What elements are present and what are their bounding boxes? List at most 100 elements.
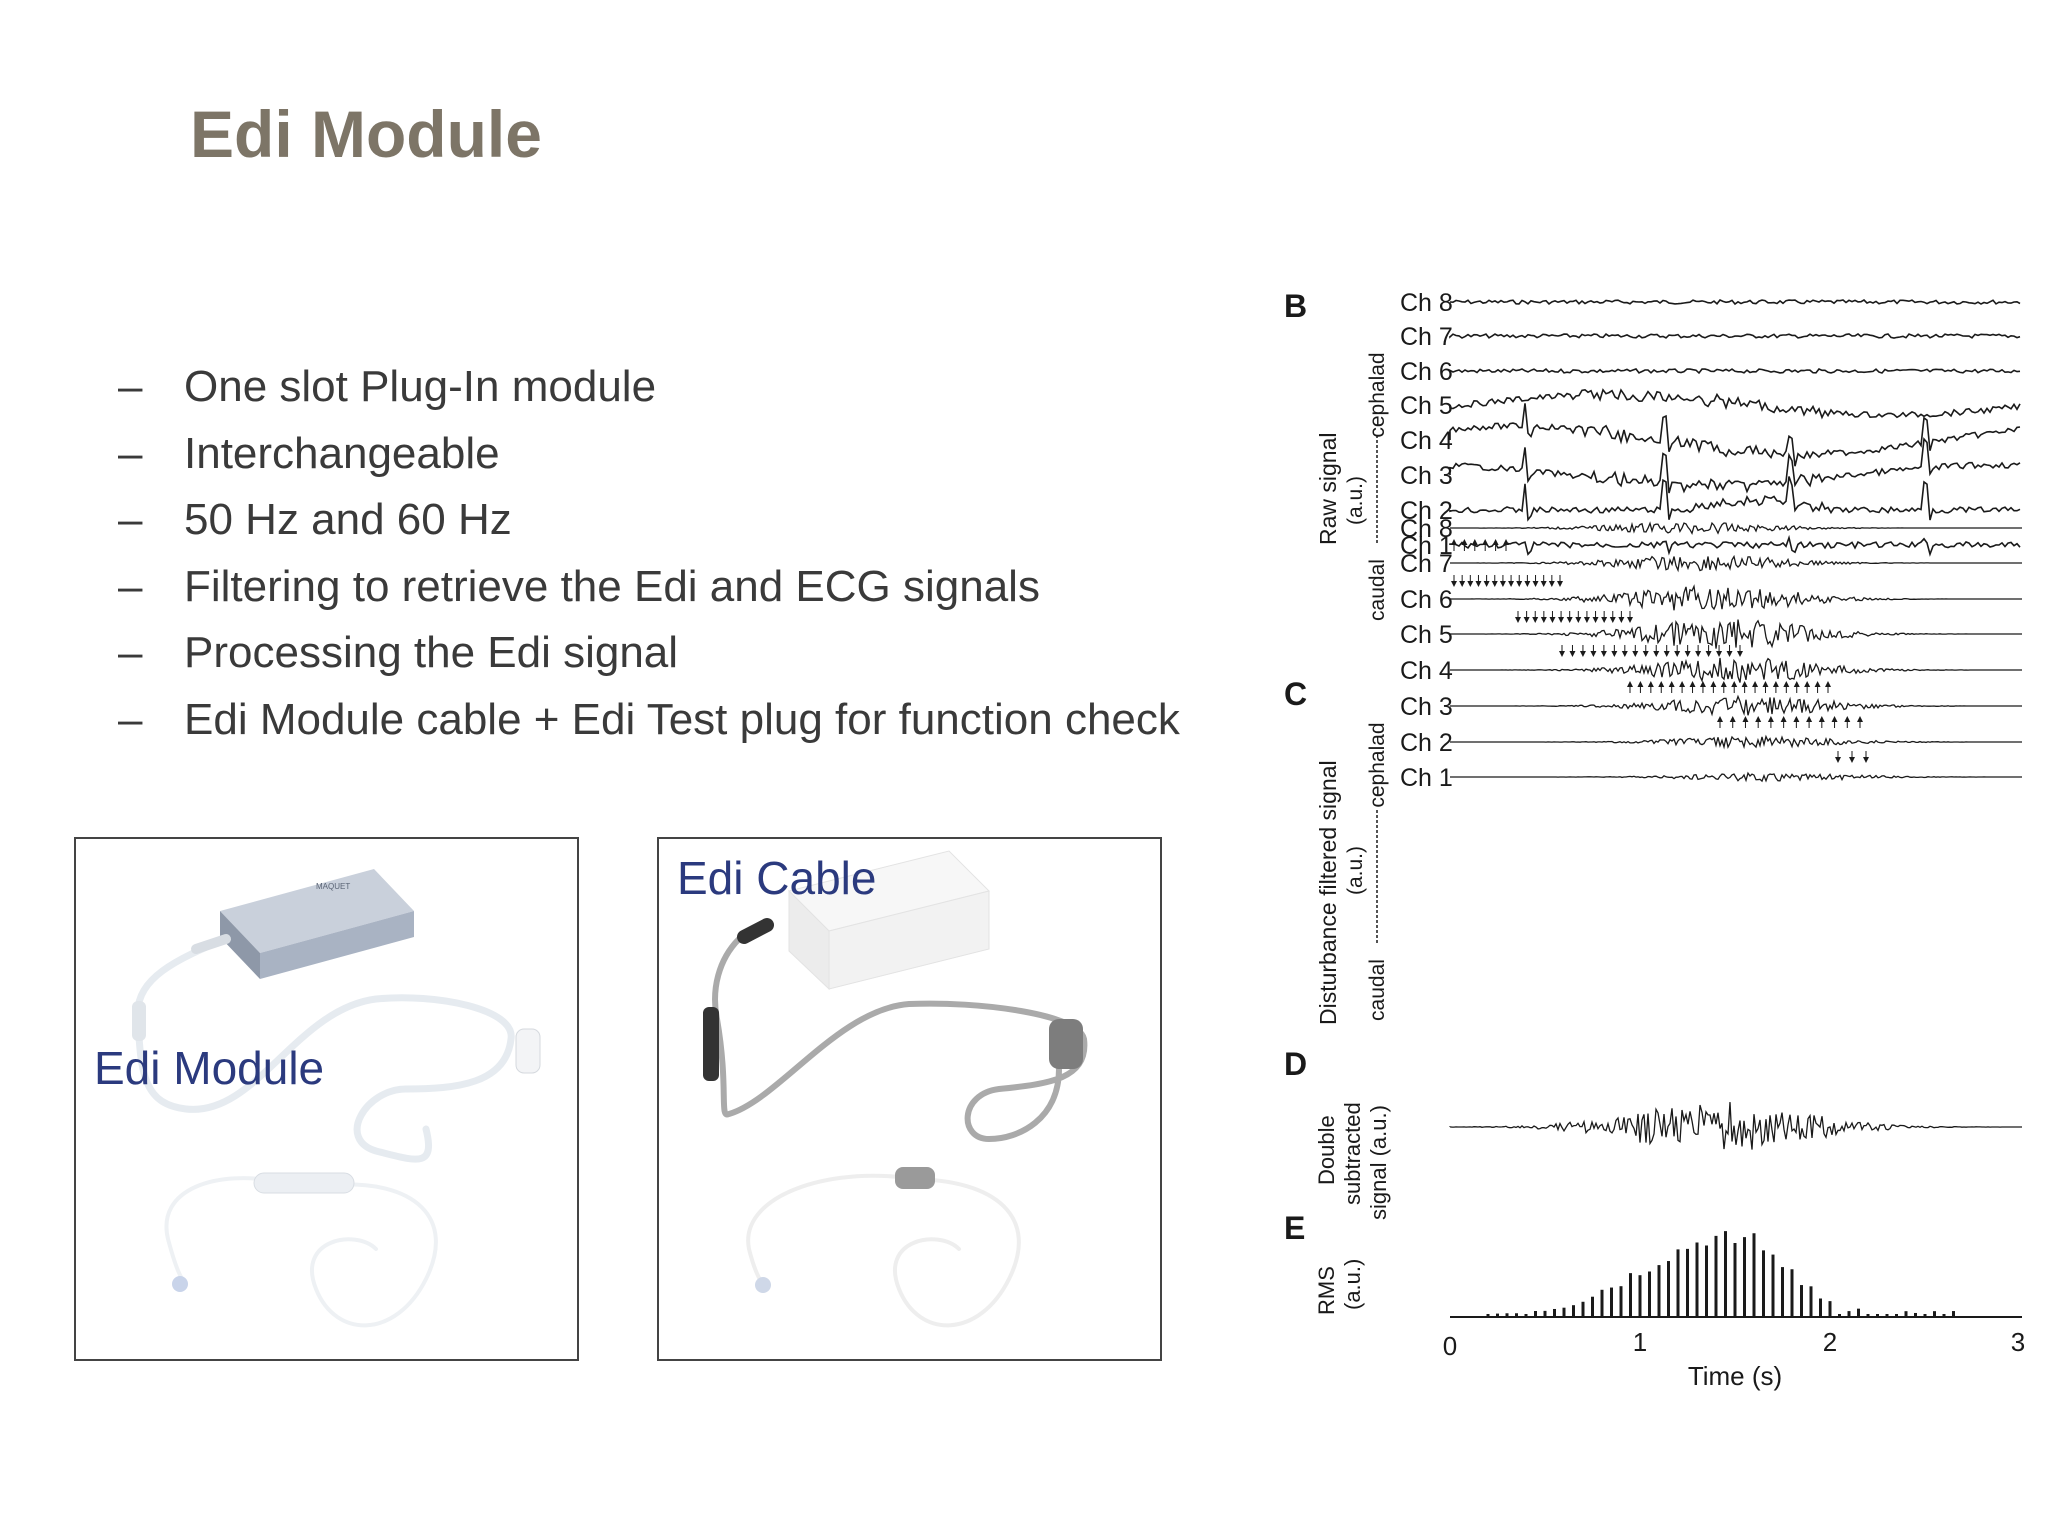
disturbance-arrow [1849,757,1855,763]
disturbance-arrow [1451,539,1457,545]
time-axis: 0 1 2 3 Time (s) [1443,1316,2025,1391]
bullet-marker: – [118,628,143,677]
disturbance-arrow [1729,716,1736,722]
disturbance-arrow [1668,681,1675,687]
channel-label: Ch 7 [1400,550,1453,578]
disturbance-arrow [1767,716,1774,722]
disturbance-arrow [1467,581,1474,587]
disturbance-arrow [1705,651,1712,657]
bullet-item: –Processing the Edi signal [118,628,1180,695]
axis-title: Time (s) [1688,1361,1782,1391]
channel-label: Ch 5 [1400,392,1453,420]
channel-label: Ch 6 [1400,586,1453,614]
disturbance-arrow [1783,681,1790,687]
disturbance-arrow [1459,581,1466,587]
bullet-text: Processing the Edi signal [184,628,679,677]
cable-tip [172,1276,188,1292]
bullet-text: Edi Module cable + Edi Test plug for fun… [184,694,1180,744]
rms-bars [1486,1231,1955,1317]
panel-ylabel-line: Double [1314,1115,1339,1185]
axis-tick-label: 0 [1443,1331,1457,1361]
channel-label: Ch 6 [1400,358,1453,386]
raw-traces [1449,299,2021,557]
filtered-trace [1450,694,2022,717]
disturbance-arrow [1566,617,1573,623]
direction-label-bottom: caudal [1366,559,1389,621]
filtered-trace [1450,771,2022,783]
edi-cable-illustration [703,850,1088,1328]
disturbance-markers [1451,539,1869,763]
disturbance-arrow [1483,581,1490,587]
bullet-marker: – [118,561,143,611]
raw-trace [1449,403,2021,467]
cable-path [134,935,515,1163]
bullet-marker: – [118,694,143,744]
disturbance-arrow [1609,617,1616,623]
double-subtracted-line [1449,1102,2022,1150]
disturbance-arrow [1618,617,1625,623]
disturbance-arrow [1857,716,1863,722]
channel-label: Ch 3 [1400,462,1453,490]
bullet-text: Interchangeable [184,428,500,478]
disturbance-arrow [1679,681,1686,687]
disturbance-arrow [1583,617,1590,623]
channel-labels-c: Ch 8Ch 7Ch 6Ch 5Ch 4Ch 3Ch 2Ch 1 [1400,515,1453,792]
disturbance-arrow [1515,617,1521,623]
disturbance-arrow [1592,617,1599,623]
disturbance-arrow [1695,651,1702,657]
filtered-traces [1450,521,2022,783]
axis-tick-label: 1 [1633,1327,1647,1357]
panel-ylabel: Disturbance filtered signal [1315,760,1341,1025]
cable-tip [755,1277,771,1293]
raw-trace [1449,476,2021,522]
panel-d: D Double subtracted signal (a.u.) [1284,1046,1391,1220]
channel-labels-b: Ch 8Ch 7Ch 6Ch 5Ch 4Ch 3Ch 2Ch 1 [1400,289,1453,560]
disturbance-arrow [1863,757,1869,763]
disturbance-arrow [1575,617,1582,623]
disturbance-arrow [1558,617,1565,623]
disturbance-arrow [1684,651,1691,657]
disturbance-arrow [1471,539,1478,545]
cable-grip [703,1007,719,1081]
disturbance-arrow [1559,651,1565,657]
edi-module-illustration: MAQUET [132,869,541,1328]
disturbance-arrow [1710,681,1717,687]
channel-label: Ch 7 [1400,323,1453,351]
filtered-trace [1450,554,2022,573]
cable-path [164,1176,283,1286]
bullet-list: –One slot Plug-In module –Interchangeabl… [118,362,1180,761]
disturbance-arrow [1793,681,1800,687]
disturbance-arrow [1653,651,1660,657]
channel-label: Ch 3 [1400,693,1453,721]
bullet-item: –One slot Plug-In module [118,362,1180,429]
edi-cable-photo: Edi Cable [657,837,1162,1361]
disturbance-arrow [1642,651,1649,657]
raw-trace [1449,299,2021,306]
direction-label-bottom: caudal [1366,959,1389,1021]
disturbance-arrow [1492,539,1499,545]
disturbance-arrow [1557,581,1563,587]
disturbance-arrow [1731,681,1738,687]
disturbance-arrow [1726,651,1733,657]
axis-tick-label: 2 [1823,1327,1837,1357]
disturbance-arrow [1532,581,1539,587]
filtered-trace [1450,734,2022,750]
panel-ylabel-line: subtracted [1340,1102,1365,1205]
disturbance-arrow [1658,681,1665,687]
disturbance-arrow [1814,681,1821,687]
slide-title: Edi Module [190,97,542,171]
disturbance-arrow [1780,716,1787,722]
disturbance-arrow [1844,716,1851,722]
panel-e: E RMS (a.u.) [1284,1210,1365,1315]
disturbance-arrow [1831,716,1838,722]
disturbance-arrow [1499,581,1506,587]
cable-connector [253,1172,355,1194]
bullet-item: –Interchangeable [118,429,1180,496]
disturbance-arrow [1491,581,1498,587]
filtered-trace [1450,584,2022,611]
disturbance-arrow [1451,581,1457,587]
cable-connector [895,1167,935,1189]
edi-signal-figure: B Raw signal (a.u.) cephalad caudal C Di… [1284,288,2025,1391]
disturbance-arrow [1600,651,1607,657]
disturbance-arrow [1741,681,1748,687]
